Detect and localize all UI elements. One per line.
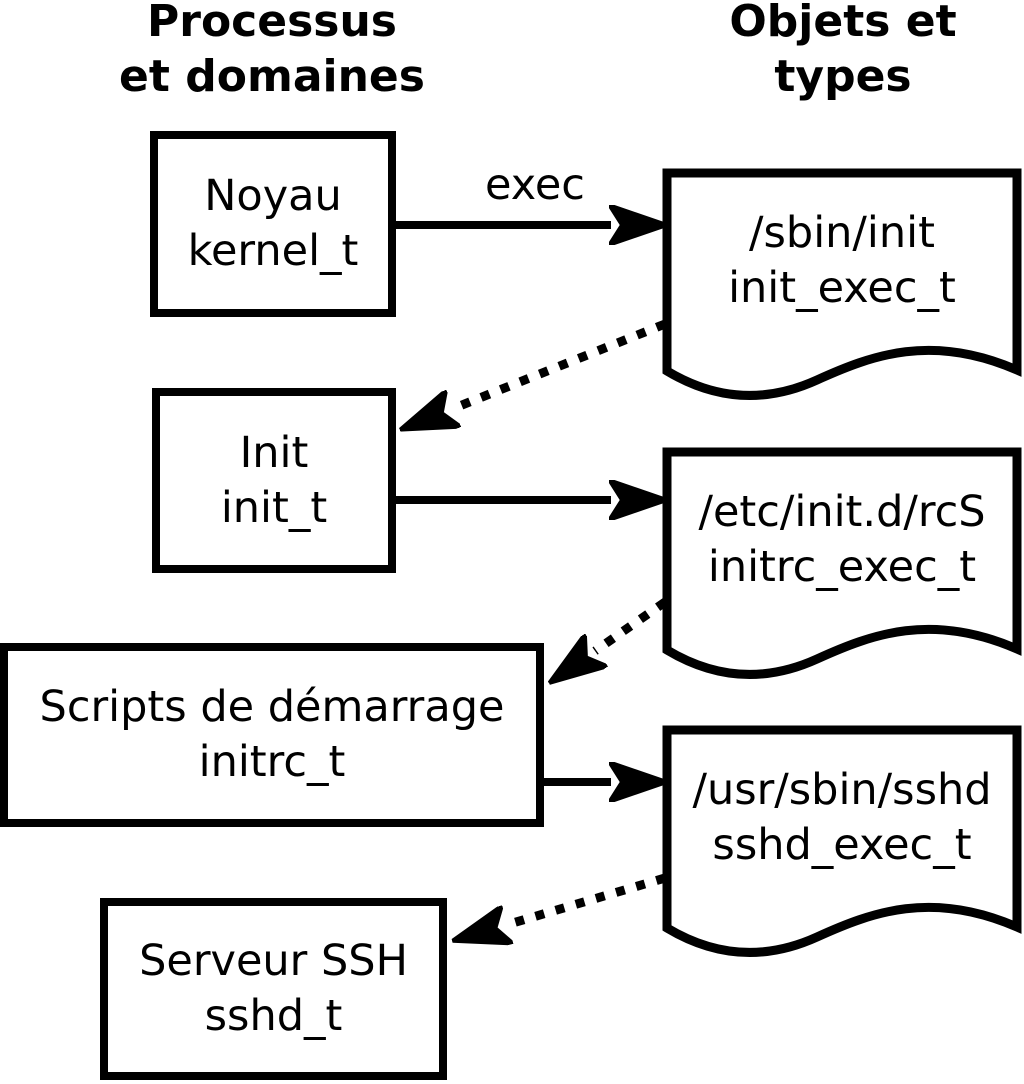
column-header-processes-line2: et domaines	[119, 51, 425, 102]
process-node-init: Init init_t	[152, 388, 396, 573]
process-node-scripts-demarrage: Scripts de démarrage initrc_t	[0, 643, 544, 827]
object-node-sbin-init-path: /sbin/init	[749, 208, 935, 258]
exec-arrow-label: exec	[485, 160, 585, 210]
column-header-objects-line1: Objets et	[729, 0, 957, 47]
document-shape-etc-initd-rcs	[662, 447, 1022, 679]
transition-arrow-initrc-exec-to-initrc-t	[595, 598, 668, 651]
process-node-scripts-domain: initrc_t	[198, 737, 346, 787]
transition-arrow-init-exec-to-init-t	[452, 319, 667, 409]
process-node-init-domain: init_t	[220, 482, 328, 533]
object-node-etc-initd-rcs: /etc/init.d/rcS initrc_exec_t	[667, 485, 1017, 595]
object-node-sbin-init-type: init_exec_t	[728, 263, 956, 313]
object-node-usr-sbin-sshd-path: /usr/sbin/sshd	[692, 765, 992, 815]
process-node-init-label: Init	[239, 427, 309, 478]
object-node-sbin-init: /sbin/init init_exec_t	[667, 206, 1017, 316]
process-node-ssh-label: Serveur SSH	[139, 936, 408, 986]
column-header-objects: Objets et types	[643, 0, 1024, 104]
document-shape-sbin-init	[662, 168, 1022, 400]
process-node-noyau-label: Noyau	[204, 171, 342, 221]
document-shape-usr-sbin-sshd	[662, 725, 1022, 957]
process-node-noyau: Noyau kernel_t	[150, 131, 396, 317]
column-header-processes: Processus et domaines	[22, 0, 522, 104]
object-node-etc-initd-rcs-path: /etc/init.d/rcS	[698, 487, 986, 537]
process-node-noyau-domain: kernel_t	[187, 226, 359, 276]
object-node-etc-initd-rcs-type: initrc_exec_t	[707, 542, 977, 592]
object-node-usr-sbin-sshd: /usr/sbin/sshd sshd_exec_t	[667, 763, 1017, 873]
transition-arrow-sshd-exec-to-sshd-t	[506, 873, 667, 925]
process-node-scripts-label: Scripts de démarrage	[39, 682, 505, 732]
object-node-usr-sbin-sshd-type: sshd_exec_t	[712, 820, 972, 870]
process-node-ssh-domain: sshd_t	[204, 991, 343, 1041]
column-header-objects-line2: types	[774, 51, 912, 102]
process-node-serveur-ssh: Serveur SSH sshd_t	[100, 898, 447, 1080]
column-header-processes-line1: Processus	[147, 0, 397, 47]
